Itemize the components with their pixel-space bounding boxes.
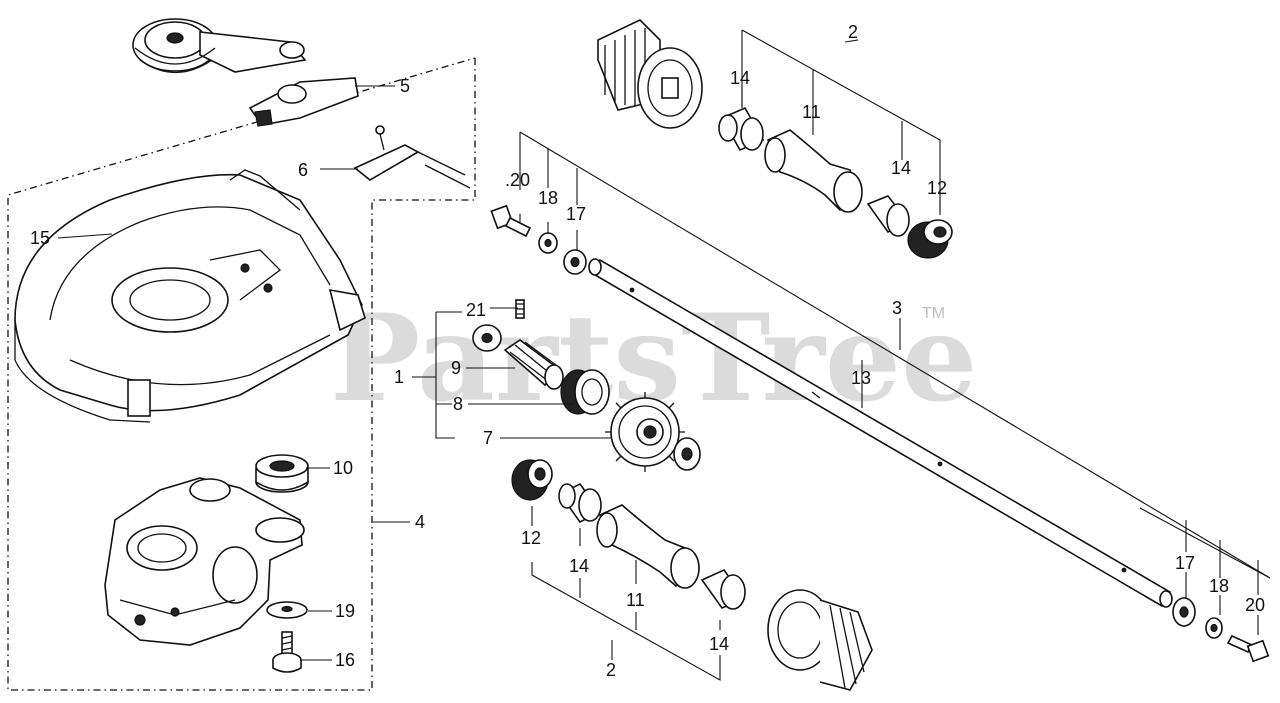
- part-14-bushing-bottom-left: [558, 482, 602, 524]
- callout-2-top: 2: [848, 22, 858, 42]
- leader-lines: [57, 29, 1271, 681]
- part-4-gear-case: [104, 477, 305, 646]
- callout-13: 13: [851, 368, 871, 388]
- callout-20-bottom: 20: [1245, 595, 1265, 615]
- part-8-clutch-cam: [560, 369, 610, 415]
- callout-17-bottom: 17: [1175, 553, 1195, 573]
- callout-1: 1: [394, 367, 404, 387]
- part-14-bushing-top-right: [866, 195, 910, 237]
- pinion-gear-top: [597, 19, 703, 129]
- part-12-bearing-bottom: [511, 459, 553, 501]
- callout-15: 15: [30, 228, 50, 248]
- callout-5: 5: [400, 76, 410, 96]
- part-14-bushing-bottom-right: [700, 568, 746, 610]
- part-15-blade-housing: [14, 169, 366, 423]
- part-6-clip: [353, 125, 471, 189]
- part-13-drive-shaft: [588, 258, 1173, 608]
- callout-12-bottom: 12: [521, 528, 541, 548]
- callout-12-top: 12: [927, 178, 947, 198]
- callout-20-top: .20: [505, 170, 530, 190]
- callout-3: 3: [892, 298, 902, 318]
- callout-7: 7: [483, 428, 493, 448]
- callout-18-top: 18: [538, 188, 558, 208]
- part-10-grommet: [255, 454, 309, 493]
- part-20-bolt-bottom: [1226, 634, 1270, 663]
- part-5-bracket: [248, 77, 359, 127]
- callout-21: 21: [466, 300, 486, 320]
- part-21-pin: [515, 299, 525, 319]
- part-17-washer-bottom-hole: [1179, 606, 1189, 618]
- part-12-bearing-top: [907, 219, 953, 259]
- callout-6: 6: [298, 160, 308, 180]
- part-11-axle-sleeve-bottom: [596, 504, 700, 589]
- callout-4: 4: [415, 512, 425, 532]
- callout-11-top: 11: [802, 102, 821, 122]
- callout-11-bottom: 11: [626, 590, 645, 610]
- part-7-ring-gear: [605, 392, 685, 472]
- gear-washer-hole: [681, 447, 693, 461]
- watermark-trademark: TM: [922, 305, 945, 322]
- part-16-bolt: [272, 631, 302, 673]
- idler-pulley-assembly: [132, 18, 307, 74]
- clutch-washer-hole: [481, 332, 493, 344]
- callout-14-bottom-b: 14: [709, 634, 729, 654]
- part-19-washer: [266, 601, 308, 619]
- part-9-dog-clutch: [503, 339, 564, 390]
- callout-10: 10: [333, 458, 353, 478]
- part-20-bolt-top: [490, 204, 532, 238]
- pinion-gear-bottom: [767, 589, 873, 691]
- part-18-washer-top-hole: [544, 238, 552, 248]
- part-11-axle-sleeve-top: [764, 129, 863, 213]
- callout-2-bottom: 2: [606, 660, 616, 680]
- callout-labels: 5 6 15 10 19 16 4 2 14 11 14 12 .20 18 1…: [30, 22, 1265, 680]
- callout-19: 19: [335, 601, 355, 621]
- callout-14-bottom-a: 14: [569, 556, 589, 576]
- callout-14-top-b: 14: [891, 158, 911, 178]
- callout-17-top: 17: [566, 204, 586, 224]
- callout-14-top-a: 14: [730, 68, 750, 88]
- part-18-washer-bottom-hole: [1210, 623, 1218, 633]
- callout-8: 8: [453, 394, 463, 414]
- part-17-washer-top-hole: [570, 256, 580, 268]
- callout-9: 9: [451, 358, 461, 378]
- callout-18-bottom: 18: [1209, 576, 1229, 596]
- part-14-bushing-top-left: [718, 106, 765, 152]
- callout-16: 16: [335, 650, 355, 670]
